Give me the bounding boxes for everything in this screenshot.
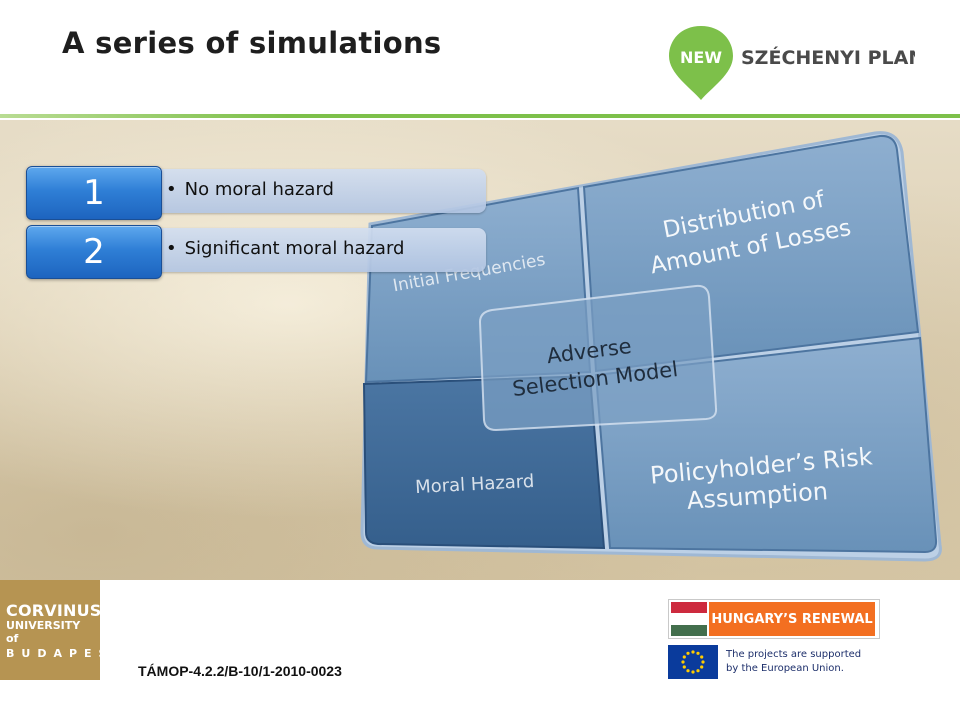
eu-support-logo: The projects are supported by the Europe…	[668, 645, 878, 681]
hungarian-flag-icon	[671, 602, 707, 636]
step-number-box-1: 1	[26, 166, 162, 220]
corvinus-line-1: CORVINUS	[6, 601, 102, 620]
eu-flag-icon	[668, 645, 718, 679]
corvinus-logo: CORVINUS UNIVERSITY of BUDAPEST	[0, 580, 128, 680]
header-divider	[0, 114, 960, 118]
slide-title: A series of simulations	[62, 26, 442, 60]
step-row-1: No moral hazard 1	[0, 166, 490, 220]
step-text-1: No moral hazard	[166, 179, 334, 200]
step-number-box-2: 2	[26, 225, 162, 279]
eu-text-line-2: by the European Union.	[726, 662, 844, 674]
project-code: TÁMOP-4.2.2/B-10/1-2010-0023	[138, 663, 342, 679]
center-box	[478, 284, 718, 432]
step-text-2: Significant moral hazard	[166, 238, 405, 259]
hungary-renewal-logo: HUNGARY’S RENEWAL	[668, 599, 880, 639]
logo-text: SZÉCHENYI PLAN	[741, 46, 915, 69]
szechenyi-plan-logo: NEW SZÉCHENYI PLAN	[669, 26, 915, 100]
corvinus-line-2: UNIVERSITY of	[6, 619, 81, 646]
corvinus-line-3: BUDAPEST	[6, 646, 128, 660]
eu-text-line-1: The projects are supported	[726, 649, 862, 660]
hungary-renewal-label: HUNGARY’S RENEWAL	[709, 602, 875, 636]
logo-badge-text: NEW	[680, 48, 722, 67]
step-row-2: Significant moral hazard 2	[0, 225, 490, 279]
